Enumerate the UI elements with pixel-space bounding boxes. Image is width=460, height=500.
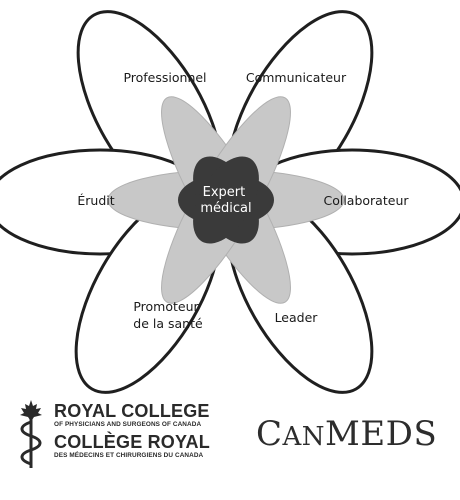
canmeds-flower-diagram: Expert médical Professionnel Communicate… bbox=[0, 10, 460, 394]
role-promoteur: Promoteur de la santé bbox=[133, 299, 203, 331]
center-core bbox=[178, 156, 274, 244]
role-erudit: Érudit bbox=[77, 193, 114, 208]
logo-line-college-royal: COLLÈGE ROYAL bbox=[54, 432, 210, 452]
royal-college-logo: ROYAL COLLEGE OF PHYSICIANS AND SURGEONS… bbox=[14, 398, 234, 470]
role-communicateur: Communicateur bbox=[246, 70, 347, 85]
center-label-line2: médical bbox=[200, 201, 251, 216]
logo-line-royal-college: ROYAL COLLEGE bbox=[54, 401, 210, 421]
logo-line-medecins: DES MÉDECINS ET CHIRURGIENS DU CANADA bbox=[54, 452, 204, 459]
canmeds-meds: MEDS bbox=[325, 414, 438, 454]
role-leader: Leader bbox=[275, 310, 319, 325]
logo-line-physicians: OF PHYSICIANS AND SURGEONS OF CANADA bbox=[54, 421, 202, 428]
canmeds-wordmark: CANMEDS bbox=[256, 414, 437, 454]
maple-leaf-caduceus-icon bbox=[20, 400, 42, 468]
role-collaborateur: Collaborateur bbox=[323, 193, 409, 208]
center-label-line1: Expert bbox=[203, 185, 246, 200]
center-label: Expert médical bbox=[200, 185, 251, 216]
role-professionnel: Professionnel bbox=[123, 70, 206, 85]
canmeds-first-letter: C bbox=[256, 414, 283, 454]
canmeds-small-caps: AN bbox=[282, 422, 326, 452]
